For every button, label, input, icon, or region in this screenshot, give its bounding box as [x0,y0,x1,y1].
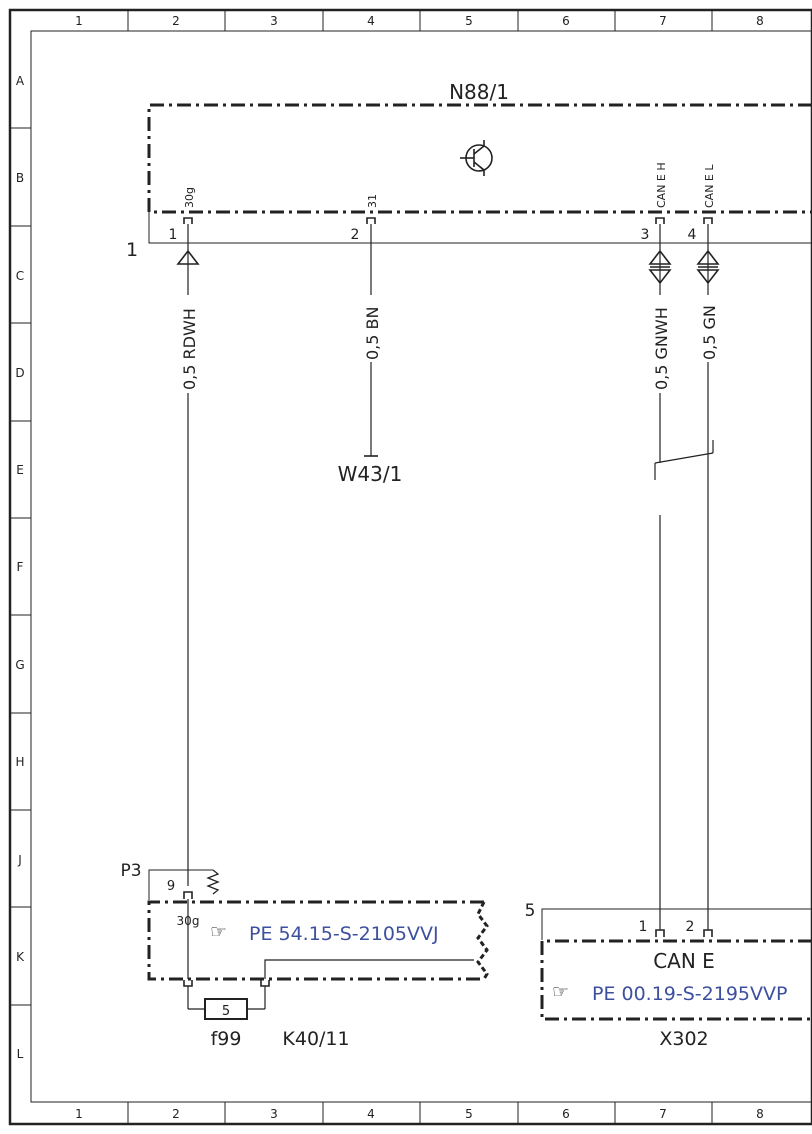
k40-ref-link[interactable]: PE 54.15-S-2105VVJ [249,923,439,945]
x302-connector-strip [541,908,812,940]
pin-number: 1 [169,227,178,243]
pin-number: 3 [641,227,650,243]
row-label: D [15,366,24,380]
x302-label: X302 [659,1028,708,1050]
ground-label: W43/1 [338,462,403,486]
k40-hand-icon: ☞ [210,921,227,943]
k40-break-edge [476,901,489,980]
col-label: 3 [270,14,278,28]
k40-pin-number: 9 [167,879,175,894]
k40-pin-terminal [183,891,193,899]
row-label: F [17,560,24,574]
pin-terminals-n88 [183,217,713,224]
k40-outline [147,900,484,981]
k40-internal-wiring [187,899,474,1010]
transistor-icon [460,140,493,176]
x302-outline [540,939,812,1021]
fuse-icon [204,998,248,1020]
col-label: 1 [75,14,83,28]
row-label: B [16,171,24,185]
connector-1-strip [148,212,812,244]
wire-label-rdwh: 0,5 RDWH [180,308,199,390]
row-label: H [15,755,24,769]
row-label: E [16,463,24,477]
k40-connector-id: P3 [120,861,141,881]
wires [187,224,714,930]
x302-pin-number: 1 [639,919,648,935]
drawing-frame [8,8,812,1126]
pin-label-can-e-h: CAN E H [655,162,668,208]
col-label: 8 [756,14,764,28]
col-label: 3 [270,1107,278,1121]
row-labels: A B C D E F G H J K L [15,74,25,1061]
fuse-number: 5 [222,1004,230,1019]
pin-number: 4 [688,227,697,243]
x302-name: CAN E [653,949,715,973]
x302-pin-terminals [655,929,713,937]
module-n88-title: N88/1 [449,80,509,104]
col-label: 7 [659,14,667,28]
col-label: 6 [562,1107,570,1121]
wire-label-gn: 0,5 GN [700,305,719,360]
col-label: 5 [465,1107,473,1121]
column-labels-top: 1 2 3 4 5 6 7 8 [75,14,764,28]
row-label: A [16,74,25,88]
row-label: J [17,853,22,867]
row-label: L [17,1047,24,1061]
connector-1-id: 1 [126,239,138,261]
module-n88-outline [147,103,812,214]
pin-number: 2 [351,227,360,243]
col-label: 2 [172,1107,180,1121]
col-label: 6 [562,14,570,28]
k40-bottom-terminals [183,980,270,987]
connector-arrow-icons [176,249,720,285]
row-label: K [16,950,25,964]
k40-connector-strip [148,869,220,900]
column-labels-bottom: 1 2 3 4 5 6 7 8 [75,1107,764,1121]
col-label: 4 [367,1107,375,1121]
row-label: G [15,658,24,672]
pin-label-can-e-l: CAN E L [703,164,716,208]
x302-ref-link[interactable]: PE 00.19-S-2195VVP [592,983,787,1005]
x302-pin-number: 2 [686,919,695,935]
pin-label-30g: 30g [183,187,196,208]
wire-label-gnwh: 0,5 GNWH [652,307,671,390]
col-label: 7 [659,1107,667,1121]
col-label: 1 [75,1107,83,1121]
col-label: 4 [367,14,375,28]
k40-label: K40/11 [282,1028,349,1050]
col-label: 2 [172,14,180,28]
x302-connector-id: 5 [525,901,536,921]
wire-label-bn: 0,5 BN [363,307,382,360]
col-label: 5 [465,14,473,28]
col-label: 8 [756,1107,764,1121]
fuse-label: f99 [211,1028,242,1050]
pin-label-31: 31 [366,194,379,208]
row-label: C [16,269,24,283]
x302-hand-icon: ☞ [552,981,569,1003]
